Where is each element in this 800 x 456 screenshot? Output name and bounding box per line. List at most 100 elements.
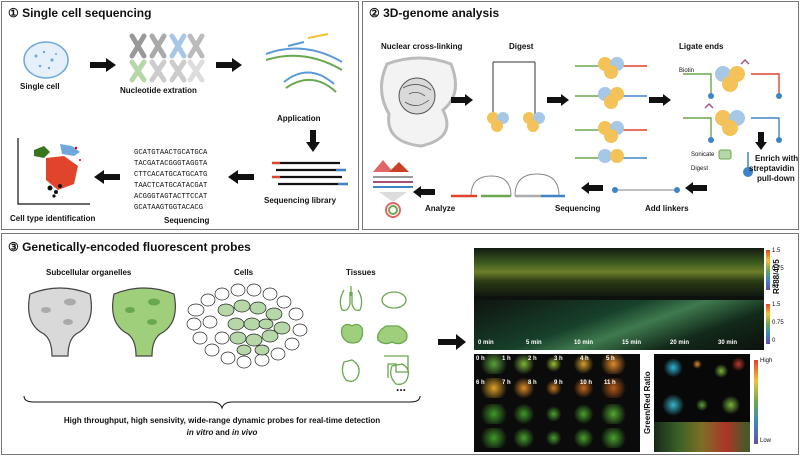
time-label: 10 min — [574, 340, 594, 346]
digested-complex-icon — [575, 57, 647, 163]
sequence-line: CTTCACATGCATGCATG — [134, 171, 208, 179]
add-linkers-label: Add linkers — [645, 204, 689, 213]
hour-label: 8 h — [528, 380, 537, 386]
arrow-right-icon — [438, 334, 466, 350]
hourly-row-1 — [474, 354, 640, 374]
hour-label: 9 h — [554, 380, 563, 386]
arrow-right-icon — [649, 94, 671, 106]
streptavidin-bead-icon — [743, 152, 753, 177]
scale2-bot: 0 — [772, 338, 776, 344]
ratio-colorbar-1 — [766, 250, 770, 290]
tissue-row-1 — [654, 354, 750, 388]
microscopy-timelapse-block: 0 min 5 min 10 min 15 min 20 min 30 min — [474, 248, 764, 350]
scale1-mid: 0.75 — [772, 266, 784, 272]
sonicate-label: Sonicate — [691, 152, 715, 158]
enrich-label-1: Enrich with — [755, 154, 799, 163]
biotin-label: Biotin — [679, 68, 695, 74]
tissue-icons — [339, 286, 410, 385]
lung-shape — [339, 286, 363, 312]
nucleus-icon — [380, 56, 457, 148]
ligate-ends-label: Ligate ends — [679, 42, 724, 51]
scale1-bot: 0 — [772, 284, 776, 290]
sequence-list: GCATGTAACTGCATGCA TACGATACGGGTAGGTA CTTC… — [134, 148, 207, 214]
sequencing-label-2: Sequencing — [555, 204, 601, 213]
green-red-ratio-label: Green/Red Ratio — [643, 371, 652, 434]
hour-label: 11 h — [604, 380, 616, 386]
scale2-top: 1.5 — [772, 302, 781, 308]
organelle-gray-icon — [28, 287, 92, 357]
timelapse-row-2 — [474, 300, 764, 350]
analyze-label: Analyze — [425, 204, 456, 213]
arrow-down-icon — [306, 130, 320, 152]
in-vivo-text: in vivo — [232, 428, 258, 437]
hourly-row-2 — [474, 378, 640, 398]
hour-label: 10 h — [580, 380, 593, 386]
time-label: 5 min — [526, 340, 542, 346]
panel-fluorescent-probes: ③ Genetically-encoded fluorescent probes… — [1, 233, 799, 455]
cells-label: Cells — [234, 268, 254, 277]
time-label: 20 min — [670, 340, 690, 346]
subcellular-organelles-label: Subcellular organelles — [46, 268, 132, 277]
single-cell-label: Single cell — [20, 82, 60, 91]
high-label: High — [760, 358, 773, 364]
nuclear-crosslinking-label: Nuclear cross-linking — [381, 42, 463, 51]
analysis-heatmap-icon — [373, 160, 413, 218]
arrow-left-icon — [413, 186, 435, 198]
enrich-label-2: streptavidin — [749, 164, 795, 173]
time-label: 0 min — [478, 340, 494, 346]
panel-3d-genome-analysis: ② 3D-genome analysis Nuclear cross-linki… — [362, 1, 799, 230]
linkers-icon — [612, 187, 680, 193]
ellipsis-label: ... — [396, 380, 407, 394]
panel2-title: ② 3D-genome analysis — [369, 6, 500, 20]
arrow-left-icon — [685, 182, 707, 194]
hour-label: 4 h — [580, 356, 589, 362]
enrich-label-3: pull-down — [757, 174, 795, 183]
hour-label: 5 h — [606, 356, 615, 362]
cell-type-identification-label: Cell type identification — [10, 214, 96, 223]
green-red-colorbar — [754, 360, 758, 444]
nucleotide-extraction-label: Nucleotide extration — [120, 86, 197, 95]
sequence-line: TACGATACGGGTAGGTA — [134, 160, 208, 168]
sequence-line: TAACTCATGCATACGAT — [134, 182, 208, 190]
hourly-row-4 — [474, 428, 640, 448]
ratio-axis-label: R488/405 — [772, 259, 781, 294]
brace-icon — [23, 395, 421, 410]
cell-cluster-icon — [186, 283, 308, 369]
panel1-title: ① Single cell sequencing — [8, 6, 152, 20]
arrow-left-icon — [581, 182, 603, 194]
sequencing-reads-icon — [451, 173, 565, 198]
panel3-title: ③ Genetically-encoded fluorescent probes — [8, 240, 251, 254]
time-label: 15 min — [622, 340, 642, 346]
arrow-left-icon — [228, 170, 254, 184]
arrow-right-icon — [451, 94, 473, 106]
arrow-right-icon — [547, 94, 569, 106]
hour-label: 7 h — [502, 380, 511, 386]
sequencing-library-icon — [272, 161, 348, 186]
application-label: Application — [277, 114, 321, 123]
hour-label: 3 h — [554, 356, 563, 362]
time-label: 30 min — [718, 340, 738, 346]
ratio-colorbar-2 — [766, 304, 770, 344]
and-text: and — [213, 428, 232, 437]
timelapse-row-1 — [474, 248, 764, 296]
low-label: Low — [760, 438, 772, 444]
sequencing-library-label: Sequencing library — [264, 196, 337, 205]
cell-cluster-plot-icon — [17, 138, 90, 205]
sequence-line: GCATGTAACTGCATGCA — [134, 149, 208, 157]
tissues-label: Tissues — [346, 268, 376, 277]
sequence-line: GCATAAGTGGTACACG — [134, 204, 204, 212]
hour-label: 1 h — [502, 356, 511, 362]
sequencing-label: Sequencing — [164, 216, 210, 225]
amplification-strands-icon — [265, 33, 343, 93]
panel-single-cell-sequencing: ① Single cell sequencing Single cell Nuc… — [1, 1, 359, 230]
digest-label: Digest — [509, 42, 534, 51]
scale1-top: 1.5 — [772, 248, 781, 254]
single-cell-icon — [23, 41, 69, 79]
chromosomes-icon — [129, 33, 205, 83]
arrow-right-icon — [216, 58, 242, 72]
sequence-line: ACGGGTAGTACTTCCAT — [134, 193, 208, 201]
arrow-down-icon — [755, 132, 767, 150]
organelle-green-icon — [112, 287, 176, 357]
hour-label: 0 h — [476, 356, 485, 362]
hourly-row-3 — [474, 404, 640, 424]
